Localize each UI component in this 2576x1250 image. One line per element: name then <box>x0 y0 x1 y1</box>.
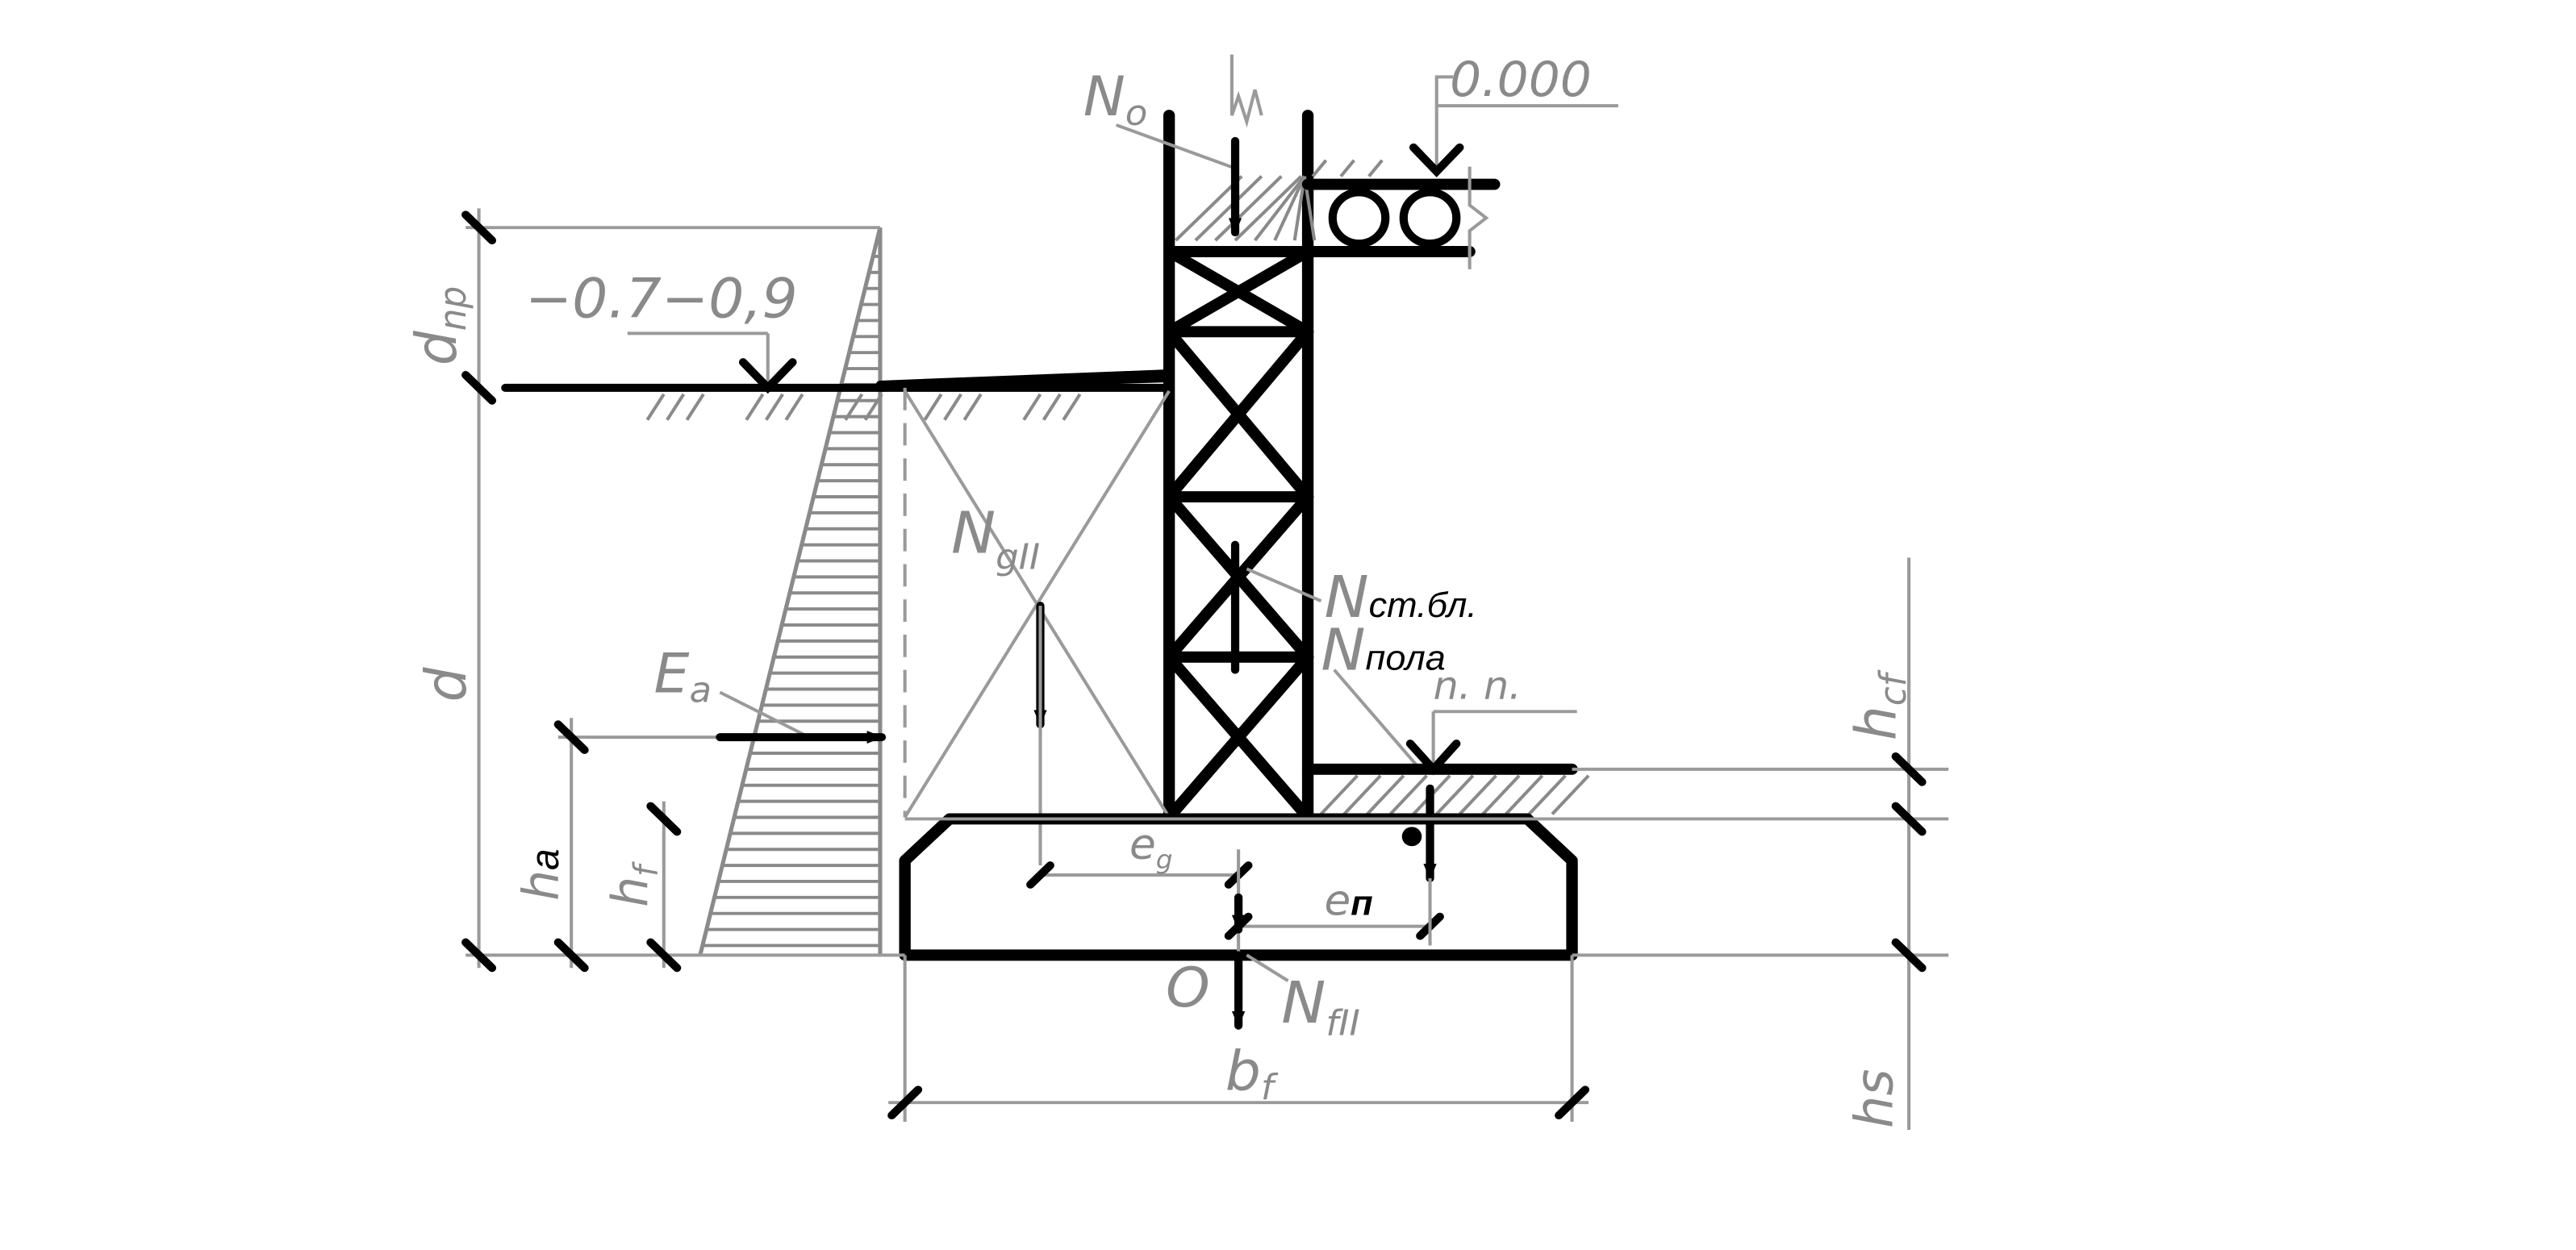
load-n-pola: Nпола <box>1321 618 1446 771</box>
load-n-st-bl: Nст.бл. <box>1228 540 1477 674</box>
hatch-line <box>1527 774 1567 815</box>
hatch-line <box>1273 175 1306 241</box>
hatch-line <box>1253 175 1306 242</box>
hatch-line <box>1194 175 1263 242</box>
h-s-label: hs <box>1844 1069 1906 1128</box>
b-f-label: bf <box>1225 1040 1279 1108</box>
hatch-line <box>1042 393 1062 421</box>
hatch-line <box>1505 774 1544 815</box>
hatch-line <box>943 393 962 421</box>
hatch-line <box>666 393 686 421</box>
n-pola-label: Nпола <box>1321 618 1445 685</box>
ground-level-label: −0.7−0,9 <box>525 267 798 331</box>
hatch-line <box>1062 393 1082 421</box>
hatch-line <box>1319 774 1359 815</box>
hatch-line <box>1234 175 1303 242</box>
wall-blocks <box>1163 54 1317 823</box>
hatch-line <box>1481 774 1521 815</box>
hatch-line <box>1551 774 1590 815</box>
hatch-line <box>685 393 705 421</box>
dimension-right: hcf hs <box>1572 557 1949 1130</box>
h-cf-label: hcf <box>1844 669 1914 741</box>
ground-surface: −0.7−0,9 <box>501 267 1174 421</box>
hatch-line <box>645 393 666 421</box>
e-p-label: eп <box>1325 877 1373 925</box>
hatch-line <box>1435 774 1475 815</box>
floor-level-right: n. n. <box>1301 664 1590 882</box>
hatch-line <box>1458 774 1497 815</box>
earth-pressure-diagram <box>698 227 883 956</box>
hatch-line <box>844 393 864 421</box>
load-n-gii: NgII <box>951 501 1047 866</box>
n-p-label: n. n. <box>1434 664 1522 708</box>
d-label: d <box>414 667 479 702</box>
h-f-label: hf <box>603 860 666 906</box>
e-a-label: Ea <box>654 642 712 710</box>
hatch-line <box>1388 774 1428 815</box>
hatch-line <box>745 393 765 421</box>
hatch-line <box>863 393 883 421</box>
floor-slab <box>1301 159 1501 269</box>
force-e-a: Ea <box>654 642 887 744</box>
dimension-left: dnp d ha hf <box>404 208 905 973</box>
hatch-line <box>1213 175 1283 242</box>
hatch-line <box>1022 393 1042 421</box>
n-gii-label: NgII <box>951 501 1040 578</box>
e-g-label: eg <box>1129 821 1173 875</box>
load-n-o: No <box>1083 65 1242 237</box>
n-st-bl-label: Nст.бл. <box>1325 565 1477 631</box>
o-label: O <box>1166 956 1210 1020</box>
load-n-fii: O NfII <box>1166 893 1360 1044</box>
h-a-label: ha <box>513 848 570 900</box>
hatch-line <box>923 393 943 421</box>
d-np-label: dnp <box>404 286 474 365</box>
n-o-label: No <box>1083 65 1148 134</box>
hatch-line <box>1174 175 1243 242</box>
backfill-zone <box>903 387 1171 819</box>
zero-level-mark: 0.000 <box>1409 52 1618 177</box>
hatch-line <box>1366 774 1405 815</box>
hatch-line <box>1342 774 1382 815</box>
hatch-line <box>962 393 983 421</box>
n-fii-label: NfII <box>1281 970 1360 1044</box>
hatch-line <box>764 393 784 421</box>
zero-level-label: 0.000 <box>1450 52 1592 108</box>
hatch-line <box>784 393 804 421</box>
